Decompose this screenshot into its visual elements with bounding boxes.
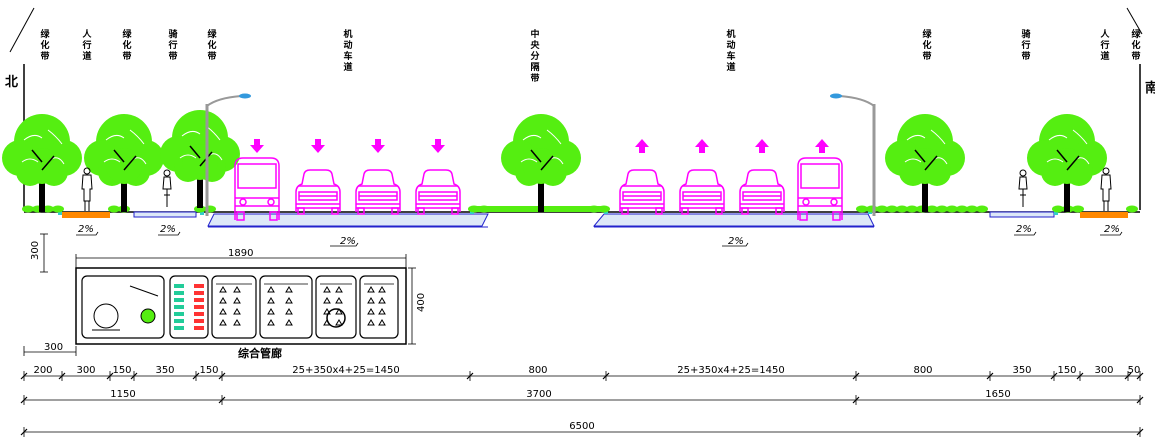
bus-west [234,157,280,221]
tree-1 [1,113,83,213]
roadway-right [592,213,875,227]
corridor-cells [81,275,399,339]
car-west-2 [355,169,401,215]
corridor-height-label: 400 [416,293,427,312]
tree-3 [884,113,966,213]
dim-row1-0: 200 [33,365,52,376]
tree-5 [159,109,241,209]
label-motorway-2: 机动车道 [726,30,736,73]
depth-label: 300 [30,241,41,260]
label-motorway-1: 机动车道 [343,30,353,73]
bus-east [797,157,843,221]
arrow-down-1 [250,139,264,153]
dimension-lines: 200 300 150 350 150 25+350x4+25=1450 800 25+350… [20,365,1144,437]
dim-row2-2: 1650 [985,389,1010,400]
car-east-1 [619,169,665,215]
car-west-3 [415,169,461,215]
slope-label-5: 2% [1016,224,1032,235]
corridor-offset-label: 300 [44,342,63,353]
label-greenbelt-3: 绿化带 [207,30,217,62]
slope-label-6: 2% [1104,224,1120,235]
arrow-down-3 [371,139,385,153]
corridor-width-label: 1890 [228,248,253,259]
arrow-up-3 [755,139,769,153]
tree-2 [83,113,165,213]
dim-row1-1: 300 [76,365,95,376]
arrow-up-4 [815,139,829,153]
dim-row1-10: 150 [1057,365,1076,376]
slope-label-1: 2% [78,224,94,235]
dim-row2-0: 1150 [110,389,135,400]
label-bikelane-1: 骑行带 [168,30,178,62]
label-greenbelt-1: 绿化带 [40,30,50,62]
slope-label-3: 2% [340,236,356,247]
edge-line-right [1126,7,1143,35]
arrow-down-4 [431,139,445,153]
car-east-3 [739,169,785,215]
arrow-up-2 [695,139,709,153]
dim-row1-6: 800 [528,365,547,376]
north-label: 北 [5,75,18,90]
bikelane-left [133,211,197,218]
slope-label-4: 2% [728,236,744,247]
dim-row3-0: 6500 [569,421,594,432]
sidewalk-left [62,212,110,218]
label-greenbelt-4: 绿化带 [922,30,932,62]
tree-4 [1026,113,1108,213]
label-median: 中央分隔带 [530,30,540,84]
arrow-up-1 [635,139,649,153]
label-greenbelt-5: 绿化带 [1131,30,1141,62]
edge-line-left [9,7,35,53]
bikelane-right [989,211,1055,218]
dim-row1-9: 350 [1012,365,1031,376]
corridor-title: 综合管廊 [238,346,282,360]
dim-row1-8: 800 [913,365,932,376]
roadway-left [207,213,489,227]
label-sidewalk-1: 人行道 [82,30,92,62]
pedestrian-right [1100,167,1112,212]
label-sidewalk-2: 人行道 [1100,30,1110,62]
slope-label-2: 2% [160,224,176,235]
arrow-down-2 [311,139,325,153]
tree-median [500,113,582,213]
cyclist-left [162,169,172,208]
dim-row2-1: 3700 [526,389,551,400]
dim-row1-3: 350 [155,365,174,376]
dim-row1-7: 25+350x4+25=1450 [677,365,784,376]
south-label: 南 [1145,80,1155,96]
car-west-1 [295,169,341,215]
label-greenbelt-2: 绿化带 [122,30,132,62]
dim-row1-12: 50 [1128,365,1141,376]
dim-row1-11: 300 [1094,365,1113,376]
dim-row1-5: 25+350x4+25=1450 [292,365,399,376]
dim-row1-4: 150 [199,365,218,376]
sidewalk-right [1080,212,1128,218]
utility-corridor [75,267,407,345]
car-east-2 [679,169,725,215]
cyclist-right [1018,169,1028,208]
slope-labels: 2% 2% 2% 2% 2% 2% [78,224,1120,247]
pedestrian-left [81,167,93,212]
label-bikelane-2: 骑行带 [1021,30,1031,62]
dim-row1-2: 150 [112,365,131,376]
